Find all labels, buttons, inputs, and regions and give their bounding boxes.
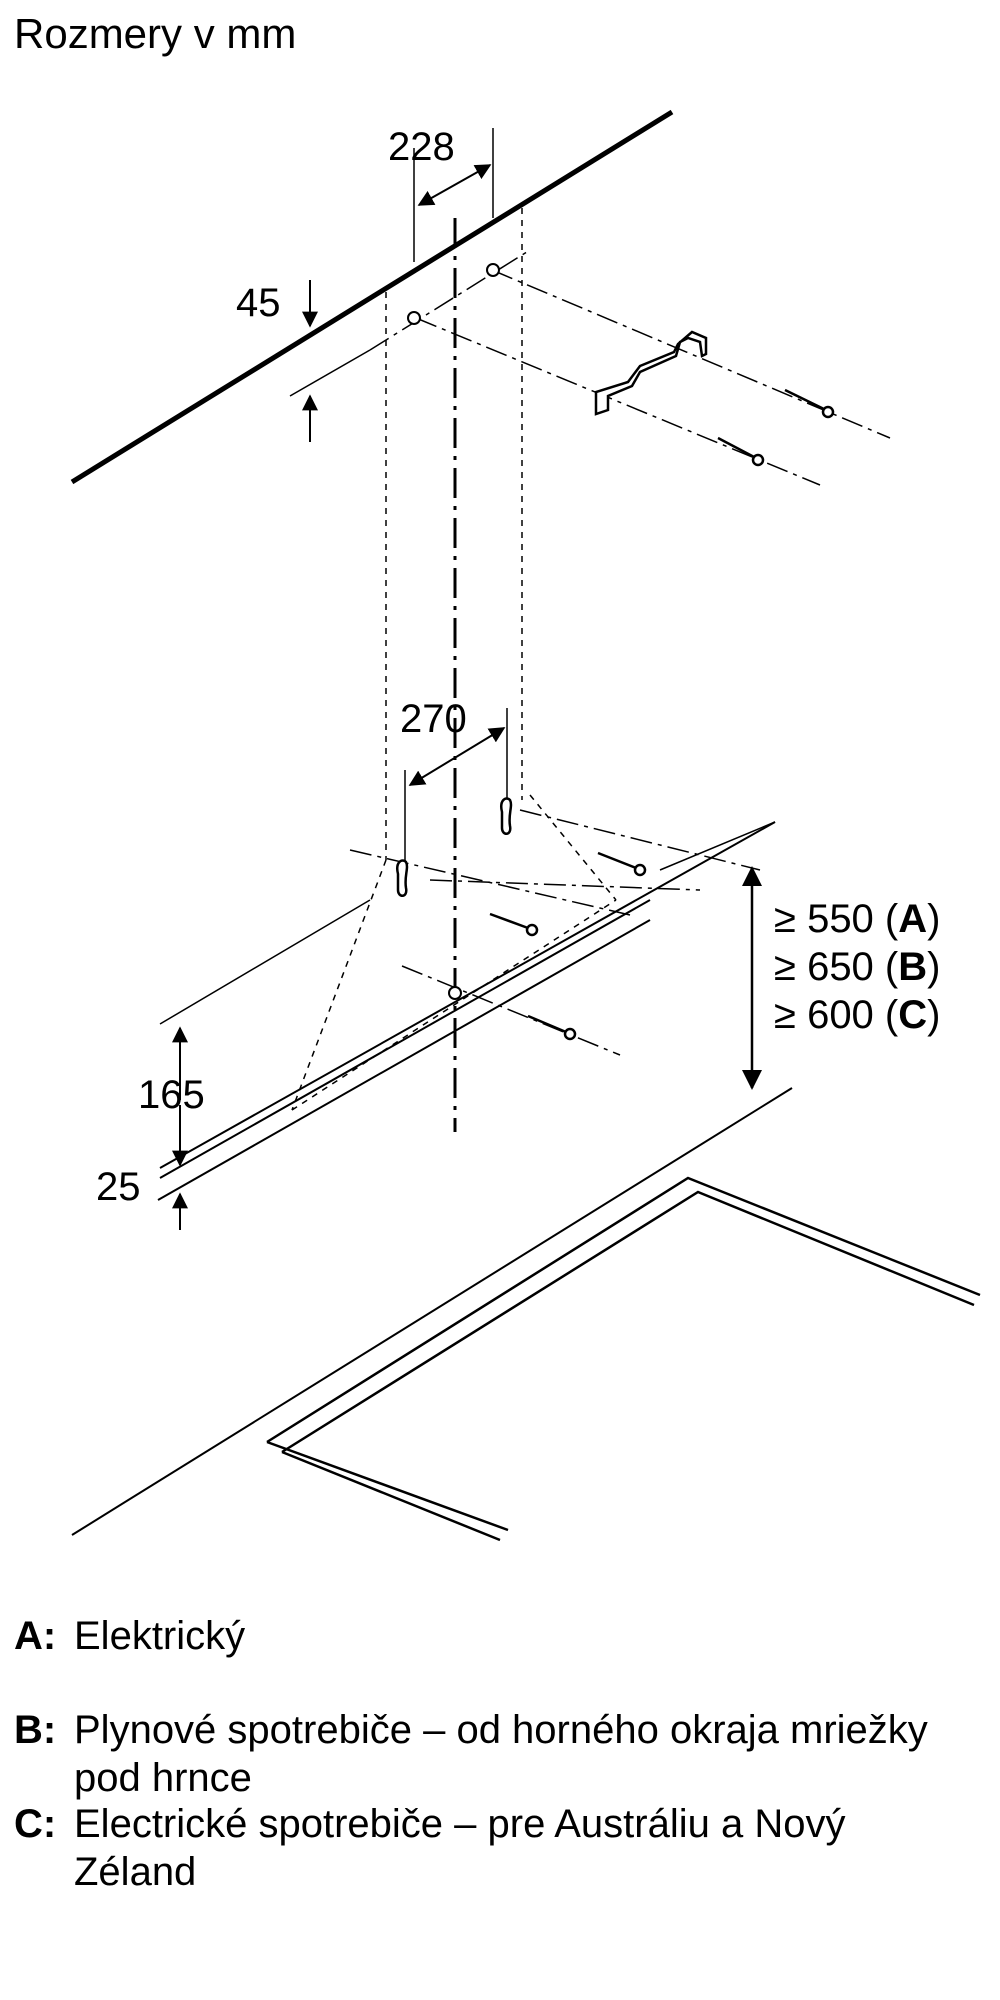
dimension-45-label: 45 (236, 281, 281, 325)
clearance-labels: ≥ 550 (A) ≥ 650 (B) ≥ 600 (C) (774, 897, 940, 1037)
dimension-270 (404, 708, 508, 865)
drill-hole-left (407, 311, 421, 325)
hood-outline (291, 794, 617, 1111)
legend-item-a: A: Elektrický (14, 1612, 974, 1660)
lower-mounting-lines (349, 809, 761, 1056)
legend-text-b: Plynové spotrebiče – od horného okraja m… (74, 1708, 928, 1800)
mounting-bracket (594, 330, 708, 416)
ceiling-line (70, 109, 674, 485)
lower-screws (489, 851, 647, 1041)
page-title: Rozmery v mm (14, 10, 297, 57)
dimension-25-label: 25 (96, 1165, 141, 1209)
cooktop (71, 1087, 981, 1542)
legend-key-a: A: (14, 1614, 57, 1658)
dimension-270-label: 270 (400, 697, 467, 741)
clearance-a: ≥ 550 (A) (774, 897, 940, 941)
drill-hole-right (486, 263, 500, 277)
chimney-outline (385, 208, 523, 860)
clearance-b: ≥ 650 (B) (774, 945, 940, 989)
clearance-c: ≥ 600 (C) (774, 993, 940, 1037)
dimension-228 (413, 128, 494, 262)
dimension-228-label: 228 (388, 125, 455, 169)
clearance-dimension (659, 821, 776, 1090)
center-hole (448, 986, 462, 1000)
legend-item-b: B: Plynové spotrebiče – od horného okraj… (14, 1706, 974, 1802)
installation-diagram: 228 45 270 (70, 109, 981, 1542)
legend-key-c: C: (14, 1802, 57, 1846)
legend-item-c: C: Electrické spotrebiče – pre Austráliu… (14, 1800, 974, 1896)
dimension-45 (289, 280, 371, 442)
legend-key-b: B: (14, 1708, 57, 1752)
hood-bottom-edges (157, 821, 776, 1201)
dimension-165-25 (159, 899, 371, 1230)
upper-screws (717, 388, 835, 467)
dimension-165-label: 165 (138, 1073, 205, 1117)
keyhole-slot-left (396, 859, 409, 897)
keyhole-slot-right (500, 797, 513, 835)
upper-mounting-lines (369, 249, 891, 486)
legend-text-c: Electrické spotrebiče – pre Austráliu a … (74, 1802, 846, 1894)
legend-text-a: Elektrický (74, 1614, 246, 1658)
